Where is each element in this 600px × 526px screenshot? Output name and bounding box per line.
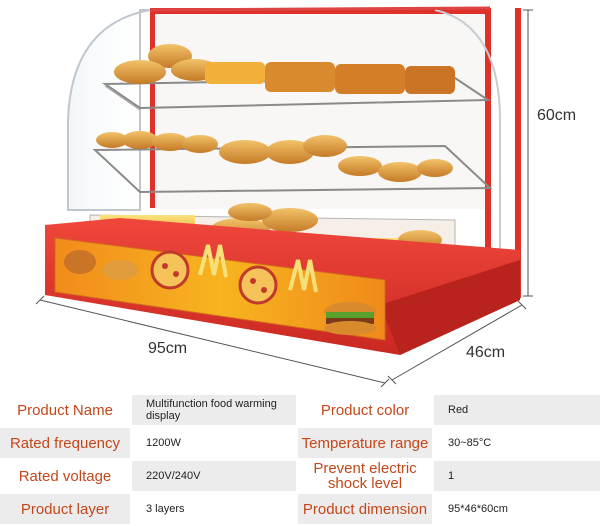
spec-value: Red (434, 395, 600, 425)
spec-value: 3 layers (146, 503, 185, 515)
spec-value: 1200W (146, 437, 181, 449)
spec-row-product-layer: Product layer 3 layers Product dimension… (0, 494, 600, 526)
spec-value: 1 (434, 461, 600, 491)
spec-label: Prevent electric shock level (313, 460, 417, 492)
dimension-lines (35, 9, 533, 388)
spec-label: Product dimension (298, 494, 432, 524)
top-shelf (101, 44, 492, 111)
height-dimension-label: 60cm (537, 107, 577, 124)
spec-label: Rated voltage (18, 467, 112, 485)
spec-row-product-name: Product Name Multifunction food warming … (0, 395, 600, 427)
depth-dimension-label: 46cm (466, 344, 506, 361)
spec-row-rated-voltage: Rated voltage 220V/240V Prevent electric… (0, 461, 600, 493)
spec-row-rated-frequency: Rated frequency 1200W Temperature range … (0, 428, 600, 460)
spec-value: 30~85°C (448, 437, 492, 449)
spec-label: Rated frequency (0, 428, 130, 458)
spec-table: Product Name Multifunction food warming … (0, 395, 600, 526)
spec-label: Temperature range (298, 428, 432, 458)
spec-value: 95*46*60cm (448, 503, 508, 515)
food-warmer-illustration (35, 6, 533, 388)
spec-value: Multifunction food warming display (132, 395, 296, 425)
width-dimension-label: 95cm (148, 340, 188, 357)
spec-label: Product Name (17, 401, 113, 419)
curved-glass-front (67, 6, 501, 250)
middle-shelf (92, 131, 493, 194)
product-figure: 60cm 95cm 46cm (35, 6, 577, 388)
cabinet-base (45, 218, 520, 355)
spec-label: Product layer (0, 494, 130, 524)
spec-label: Product color (320, 401, 410, 419)
spec-value: 220V/240V (132, 461, 296, 491)
